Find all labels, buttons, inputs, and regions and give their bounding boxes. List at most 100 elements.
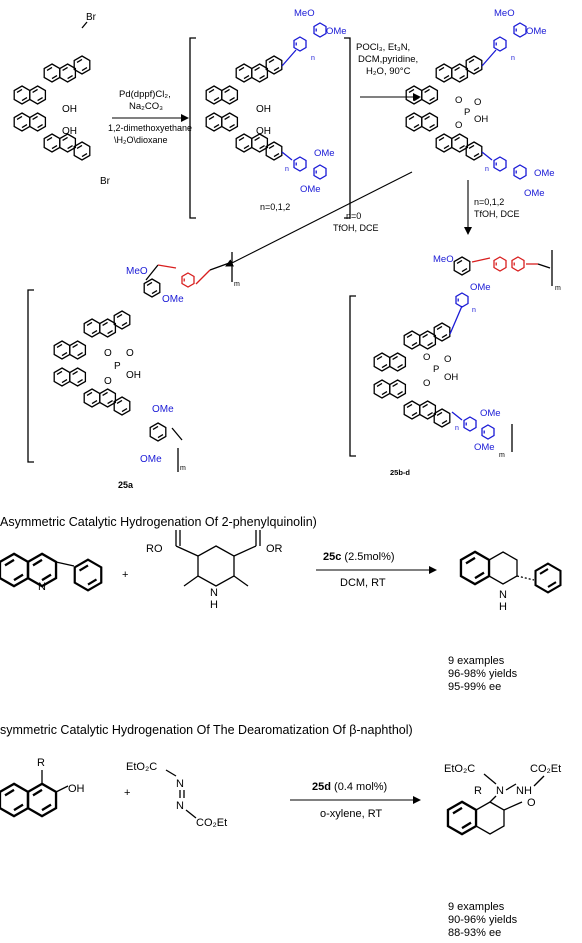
intermediate-2: MeO OMe n O P O OH O n OMe OMe: [406, 8, 555, 199]
scheme2-results: 9 examples 96-98% yields 95-99% ee: [448, 655, 518, 693]
dead-co2et: CO₂Et: [196, 817, 227, 829]
25bd-n-bottom: n: [455, 425, 459, 432]
bracket-left: [189, 37, 196, 219]
25a-ome-b1: OMe: [152, 404, 174, 415]
25bd-meo: MeO: [433, 254, 454, 265]
scheme3-catalyst-line: 25d (0.4 mol%): [312, 781, 387, 793]
int1-ome-top: OMe: [326, 26, 347, 37]
prod-co2et: CO₂Et: [530, 763, 561, 775]
naphthol: R OH: [0, 757, 85, 818]
he-ro: RO: [146, 543, 163, 555]
scheme3-conditions-text: o-xylene, RT: [320, 808, 382, 820]
step1-line3: 1,2-dimethoxyethane: [108, 123, 192, 133]
int2-ome-b1: OMe: [534, 168, 555, 179]
25bd-m-bottom: m: [499, 452, 505, 459]
scheme2-plus: +: [122, 569, 128, 581]
25a-o3: O: [104, 376, 112, 387]
int1-oh-2: OH: [256, 126, 271, 137]
he-h: H: [210, 599, 218, 611]
25bd-ome: OMe: [470, 282, 491, 293]
polymer-25a: m MeO OMe O P O OH O OMe OMe m 25a: [27, 252, 240, 490]
25a-o1: O: [104, 348, 112, 359]
he-or: OR: [266, 543, 283, 555]
arrow-to-25a: [225, 171, 413, 267]
step1-line4: \H₂O\dioxane: [114, 135, 168, 145]
int1-n-top: n: [311, 55, 315, 62]
25bd-o1: O: [423, 352, 430, 363]
bracket-right: [344, 37, 351, 219]
dead-eto2c: EtO₂C: [126, 761, 157, 773]
scheme3-examples: 9 examples: [448, 901, 505, 913]
step2-conditions: POCl₃, Et₃N, DCM,pyridine, H₂O, 90°C: [356, 42, 421, 101]
25bd-p: P: [433, 364, 439, 375]
int2-o2: O: [474, 97, 481, 108]
25a-m-top: m: [234, 281, 240, 288]
int2-ome-top: OMe: [526, 26, 547, 37]
naphthol-oh: OH: [68, 783, 85, 795]
scheme2-conditions: 25c (2.5mol%) DCM, RT: [316, 551, 437, 589]
step1-conditions: Pd(dppf)Cl₂, Na₂CO₃ 1,2-dimethoxyethane …: [108, 89, 192, 145]
int2-meo: MeO: [494, 8, 515, 19]
naphthol-r: R: [37, 757, 45, 769]
25a-meo: MeO: [126, 266, 148, 277]
sm-br-top: Br: [86, 12, 97, 23]
thq-h: H: [499, 601, 507, 613]
scheme2-title: Asymmetric Catalytic Hydrogenation Of 2-…: [0, 515, 317, 529]
25bd-o3: O: [423, 378, 430, 389]
quinoline-n: N: [38, 581, 46, 593]
scheme2-conditions-text: DCM, RT: [340, 577, 386, 589]
step2-line1: POCl₃, Et₃N,: [356, 42, 410, 53]
prod-nh: NH: [516, 785, 532, 797]
scheme3-loading: (0.4 mol%): [331, 781, 387, 793]
scheme3-ee: 88-93% ee: [448, 927, 501, 939]
starting-material: Br OH OH Br: [14, 12, 111, 187]
scheme2-catalyst-line: 25c (2.5mol%): [323, 551, 395, 563]
int1-ome-b1: OMe: [314, 148, 335, 159]
sm-oh-1: OH: [62, 104, 77, 115]
hantzsch-ester: RO OR N H: [146, 530, 283, 611]
step-right-line1: n=0,1,2: [474, 197, 504, 207]
scheme2-yields: 96-98% yields: [448, 668, 518, 680]
25a-oh: OH: [126, 370, 141, 381]
dead-n1: N: [176, 778, 184, 790]
he-n: N: [210, 587, 218, 599]
int2-oh: OH: [474, 114, 488, 125]
label-25b-d: 25b-d: [390, 468, 410, 477]
scheme3-plus: +: [124, 787, 130, 799]
scheme3-title: symmetric Catalytic Hydrogenation Of The…: [0, 723, 413, 737]
scheme2-catalyst: 25c: [323, 551, 341, 563]
scheme3-results: 9 examples 90-96% yields 88-93% ee: [448, 901, 518, 939]
sm-br-bottom: Br: [100, 176, 111, 187]
int2-p: P: [464, 107, 470, 118]
25bd-oh: OH: [444, 372, 458, 383]
25a-p: P: [114, 361, 121, 372]
prod-eto2c: EtO₂C: [444, 763, 475, 775]
25a-o2: O: [126, 348, 134, 359]
intermediate-1: MeO OMe n OH OH n OMe OMe n=0,1,2: [189, 8, 351, 219]
scheme3-catalyst: 25d: [312, 781, 331, 793]
25bd-n-top: n: [472, 307, 476, 314]
step-right-line2: TfOH, DCE: [474, 209, 520, 219]
25bd-ome-b2: OMe: [474, 442, 495, 453]
int1-meo: MeO: [294, 8, 315, 19]
int2-n-bottom: n: [485, 166, 489, 173]
scheme3-conditions: 25d (0.4 mol%) o-xylene, RT: [290, 781, 421, 820]
step2-line3: H₂O, 90°C: [366, 66, 411, 77]
dead-n2: N: [176, 800, 184, 812]
scheme2-examples: 9 examples: [448, 655, 505, 667]
int1-ome-b2: OMe: [300, 184, 321, 195]
scheme2-loading: (2.5mol%): [341, 551, 394, 563]
int1-n-bottom: n: [285, 166, 289, 173]
step2-line2: DCM,pyridine,: [358, 54, 418, 65]
25bd-o2: O: [444, 354, 451, 365]
step-left-branch: n=0 TfOH, DCE: [225, 171, 413, 267]
tetrahydroquinoline: N H: [459, 550, 562, 613]
dearomatized-product: EtO₂C CO₂Et R N NH O: [444, 763, 561, 836]
sm-oh-2: OH: [62, 126, 77, 137]
step-left-line1: n=0: [346, 211, 361, 221]
25bd-m-top: m: [555, 285, 561, 292]
25bd-ome-b1: OMe: [480, 408, 501, 419]
int1-oh-1: OH: [256, 104, 271, 115]
step-left-line2: TfOH, DCE: [333, 223, 379, 233]
int2-o3: O: [455, 120, 462, 131]
